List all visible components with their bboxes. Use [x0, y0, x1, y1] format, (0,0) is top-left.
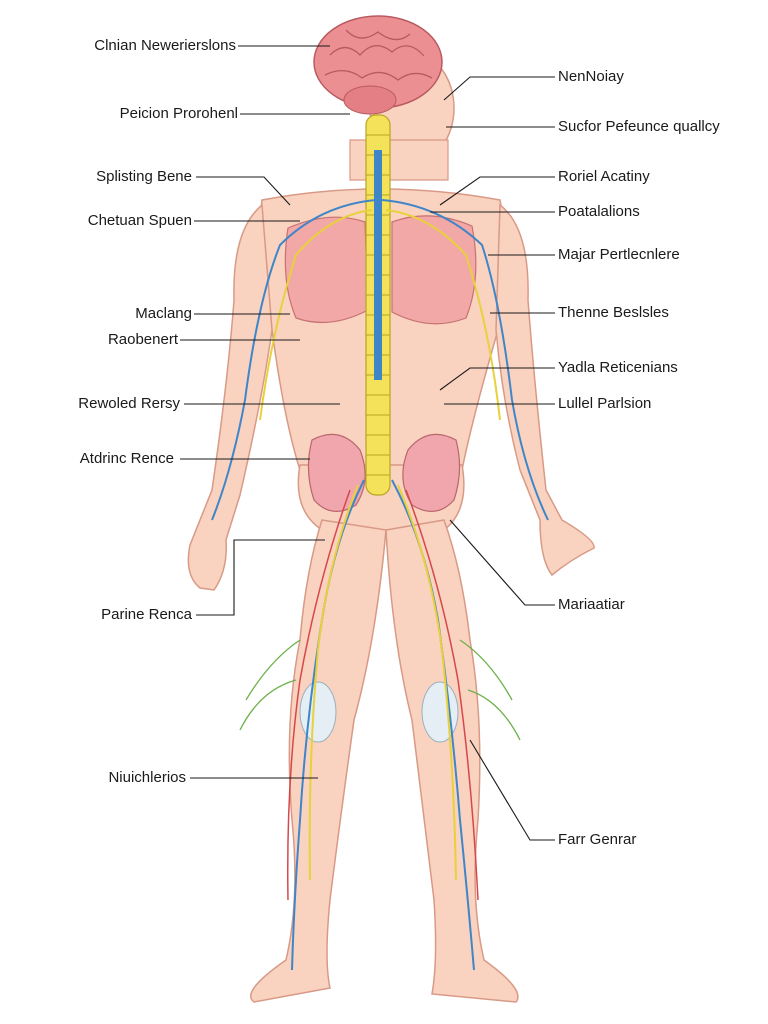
label-left-9: Parine Renca — [101, 606, 192, 623]
label-left-1: Clnian Newerierslons — [94, 37, 236, 54]
label-right-3: Roriel Acatiny — [558, 168, 650, 185]
knee-joints — [299, 681, 459, 743]
label-right-8: Lullel Parlsion — [558, 395, 652, 412]
body-silhouette — [187, 52, 595, 1003]
label-right-6: Thenne Beslsles — [558, 304, 669, 321]
label-left-7: Rewoled Rersy — [78, 395, 180, 412]
pelvis — [307, 433, 461, 512]
label-left-6: Raobenert — [107, 331, 178, 348]
label-left-2: Peicion Prorohenl — [119, 105, 238, 122]
label-left-10: Niuichlerios — [108, 769, 186, 786]
label-left-4: Chetuan Spuen — [87, 212, 192, 229]
label-right-10: Farr Genrar — [558, 831, 637, 848]
nerve-network — [211, 199, 549, 971]
spine — [365, 114, 391, 496]
label-right-7: Yadla Reticenians — [558, 359, 678, 376]
label-right-2: Sucfor Pefeunce quallcy — [558, 118, 720, 135]
label-right-1: NenNoiay — [558, 68, 624, 85]
brain — [313, 15, 443, 115]
label-left-8: Atdrinc Rence — [79, 450, 174, 467]
label-left-3: Splisting Bene — [96, 168, 192, 185]
label-left-5: Maclang — [135, 305, 192, 322]
label-right-5: Majar Pertlecnlere — [558, 246, 680, 263]
label-right-9: Mariaatiar — [558, 596, 625, 613]
leader-lines — [180, 45, 555, 841]
label-right-4: Poatalalions — [558, 203, 640, 220]
